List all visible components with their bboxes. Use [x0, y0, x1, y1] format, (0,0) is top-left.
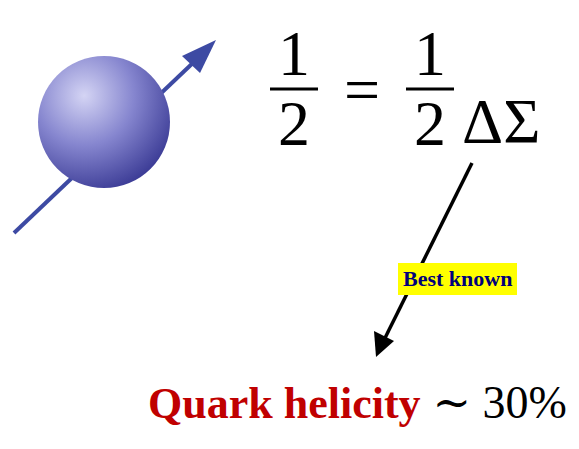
proton-sphere [38, 56, 170, 188]
highlight-box: Best known [398, 263, 517, 295]
delta-sigma-symbol: ΔΣ [462, 90, 540, 154]
fraction-bar [406, 88, 454, 91]
denominator: 2 [414, 92, 446, 156]
percentage-label: ∼ 30% [433, 380, 567, 426]
quark-helicity-label: Quark helicity [148, 382, 421, 426]
fraction-bar [270, 88, 318, 91]
pointer-arrow [384, 163, 472, 340]
denominator: 2 [278, 92, 310, 156]
pointer-arrowhead [374, 331, 394, 357]
numerator: 1 [414, 22, 446, 86]
numerator: 1 [278, 22, 310, 86]
spin-arrowhead [182, 40, 216, 73]
highlight-text: Best known [403, 266, 512, 292]
equals-sign: = [344, 58, 380, 122]
